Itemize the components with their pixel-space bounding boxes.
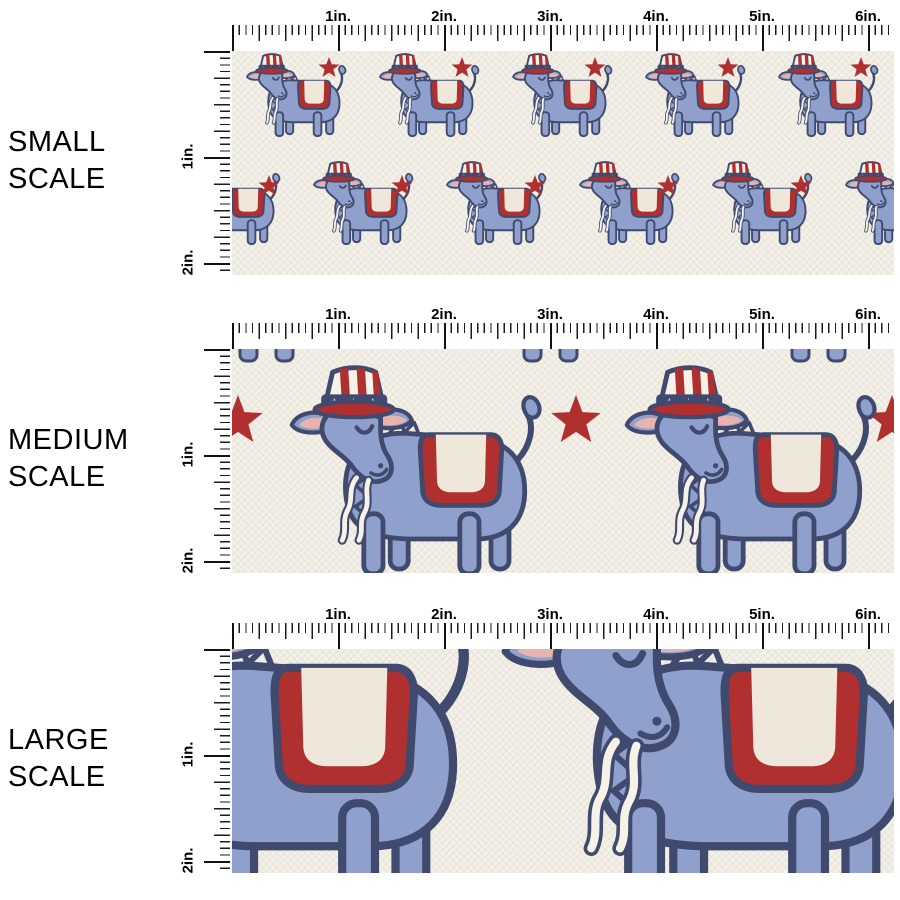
donkey-motif xyxy=(627,368,875,573)
star-motif xyxy=(717,57,739,77)
star-motif xyxy=(551,395,601,443)
scale-label-line1: LARGE xyxy=(8,724,109,756)
scale-label-line2: SCALE xyxy=(8,163,106,195)
inch-label: 1in. xyxy=(325,306,351,323)
scale-label-line1: SMALL xyxy=(8,126,106,158)
horizontal-ruler-ticks xyxy=(232,623,894,649)
inch-label: 4in. xyxy=(643,606,669,623)
hoof-motif xyxy=(522,349,543,363)
inch-label: 3in. xyxy=(537,8,563,25)
horizontal-ruler-labels: 1in. 2in. 3in. 4in. 5in. 6in. xyxy=(232,8,894,26)
horizontal-ruler-ticks xyxy=(232,25,894,51)
inch-label: 5in. xyxy=(749,8,775,25)
section-small-scale: SMALL SCALE 1in. 2in. 3in. 4in. 5in. 6in… xyxy=(0,8,900,278)
inch-label: 2in. xyxy=(431,306,457,323)
vertical-inch-label: 2in. xyxy=(179,547,197,574)
scale-label-line2: SCALE xyxy=(8,461,106,493)
star-motif xyxy=(584,57,606,77)
donkey-motif xyxy=(447,162,546,244)
star-motif xyxy=(850,57,872,77)
inch-label: 6in. xyxy=(855,8,881,25)
donkey-motif xyxy=(232,649,478,873)
donkey-motif xyxy=(580,162,679,244)
vertical-inch-label: 1in. xyxy=(179,143,197,170)
inch-label: 3in. xyxy=(537,606,563,623)
vertical-inch-label: 2in. xyxy=(179,847,197,874)
section-large-scale: LARGE SCALE 1in. 2in. 3in. 4in. 5in. 6in… xyxy=(0,606,900,876)
hoof-motif xyxy=(790,349,811,363)
donkey-motif xyxy=(232,162,279,244)
inch-label: 5in. xyxy=(749,306,775,323)
scale-label-line2: SCALE xyxy=(8,761,106,793)
vertical-inch-label: 1in. xyxy=(179,441,197,468)
star-motif xyxy=(318,57,340,77)
vertical-ruler-ticks xyxy=(204,51,230,275)
inch-label: 6in. xyxy=(855,306,881,323)
fabric-swatch-medium xyxy=(232,349,894,573)
fabric-pattern-small xyxy=(232,51,894,275)
hoof-motif xyxy=(826,349,847,363)
donkey-motif xyxy=(713,162,812,244)
inch-label: 1in. xyxy=(325,8,351,25)
fabric-pattern-large xyxy=(232,649,894,873)
star-motif xyxy=(451,57,473,77)
horizontal-ruler-labels: 1in. 2in. 3in. 4in. 5in. 6in. xyxy=(232,606,894,624)
scale-label-medium: MEDIUM SCALE xyxy=(8,422,129,496)
donkey-motif xyxy=(505,649,894,873)
fabric-pattern-medium xyxy=(232,349,894,573)
vertical-ruler-ticks xyxy=(204,349,230,573)
horizontal-ruler-ticks xyxy=(232,323,894,349)
inch-label: 2in. xyxy=(431,8,457,25)
fabric-swatch-large xyxy=(232,649,894,873)
fabric-swatch-small xyxy=(232,51,894,275)
inch-label: 6in. xyxy=(855,606,881,623)
star-motif xyxy=(232,395,263,443)
scale-label-line1: MEDIUM xyxy=(8,424,129,456)
hoof-motif xyxy=(558,349,579,363)
scale-label-small: SMALL SCALE xyxy=(8,124,106,198)
vertical-inch-label: 1in. xyxy=(179,741,197,768)
donkey-motif xyxy=(314,162,413,244)
horizontal-ruler-labels: 1in. 2in. 3in. 4in. 5in. 6in. xyxy=(232,306,894,324)
scale-label-large: LARGE SCALE xyxy=(8,722,109,796)
section-medium-scale: MEDIUM SCALE 1in. 2in. 3in. 4in. 5in. 6i… xyxy=(0,306,900,576)
donkey-motif xyxy=(292,368,540,573)
vertical-inch-label: 2in. xyxy=(179,249,197,276)
inch-label: 3in. xyxy=(537,306,563,323)
inch-label: 1in. xyxy=(325,606,351,623)
hoof-motif xyxy=(238,349,259,363)
inch-label: 4in. xyxy=(643,306,669,323)
donkey-motif xyxy=(846,162,894,244)
inch-label: 5in. xyxy=(749,606,775,623)
inch-label: 2in. xyxy=(431,606,457,623)
vertical-ruler-ticks xyxy=(204,649,230,873)
hoof-motif xyxy=(274,349,295,363)
inch-label: 4in. xyxy=(643,8,669,25)
